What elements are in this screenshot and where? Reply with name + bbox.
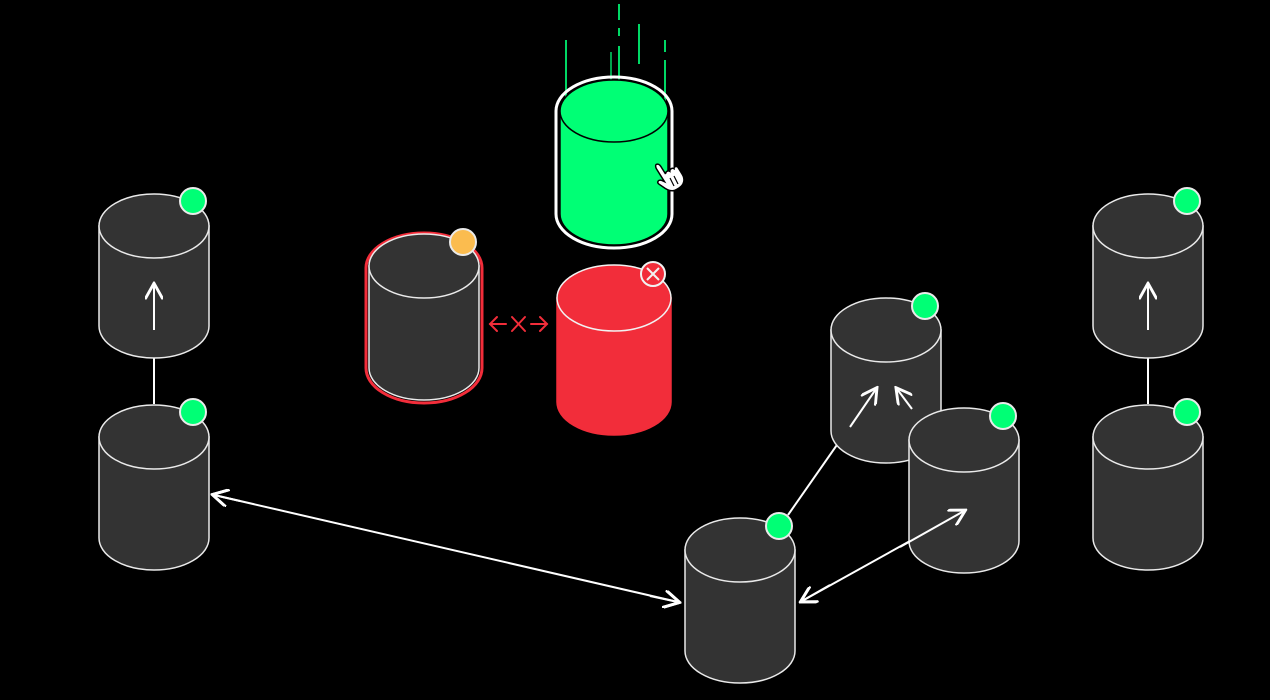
connection-bottom-center-to-right-cluster-mid-head bbox=[899, 511, 964, 548]
database-node-left-upper[interactable] bbox=[98, 187, 210, 359]
connection-left-lower-to-bottom-center bbox=[214, 495, 678, 602]
status-dot-healthy bbox=[765, 512, 793, 540]
database-node-right-cluster-mid[interactable] bbox=[908, 402, 1020, 574]
x-circle-icon bbox=[640, 261, 666, 287]
database-node-bottom-center[interactable] bbox=[684, 512, 796, 684]
database-node-center-left[interactable] bbox=[364, 228, 484, 405]
status-dot-healthy bbox=[179, 398, 207, 426]
database-node-left-lower[interactable] bbox=[98, 398, 210, 571]
database-node-far-right-lower[interactable] bbox=[1092, 398, 1204, 571]
database-node-center-promoted[interactable] bbox=[554, 75, 674, 250]
database-node-far-right-upper[interactable] bbox=[1092, 187, 1204, 359]
connection-left-lower-out-overlay bbox=[214, 495, 241, 501]
status-dot-warning bbox=[449, 228, 477, 256]
database-node-center-failed[interactable] bbox=[556, 261, 672, 436]
status-dot-healthy bbox=[989, 402, 1017, 430]
hand-pointer-icon bbox=[654, 163, 685, 192]
status-dot-healthy bbox=[911, 292, 939, 320]
connection-mid-to-top-overlay bbox=[897, 389, 912, 410]
status-dot-healthy bbox=[1173, 187, 1201, 215]
connection-bottom-to-top-overlay bbox=[849, 389, 876, 428]
broken-link-icon bbox=[488, 316, 549, 332]
status-dot-healthy bbox=[1173, 398, 1201, 426]
connection-bottom-center-right-in-overlay bbox=[802, 584, 831, 601]
status-dot-healthy bbox=[179, 187, 207, 215]
connection-bottom-center-in-overlay bbox=[649, 596, 678, 602]
